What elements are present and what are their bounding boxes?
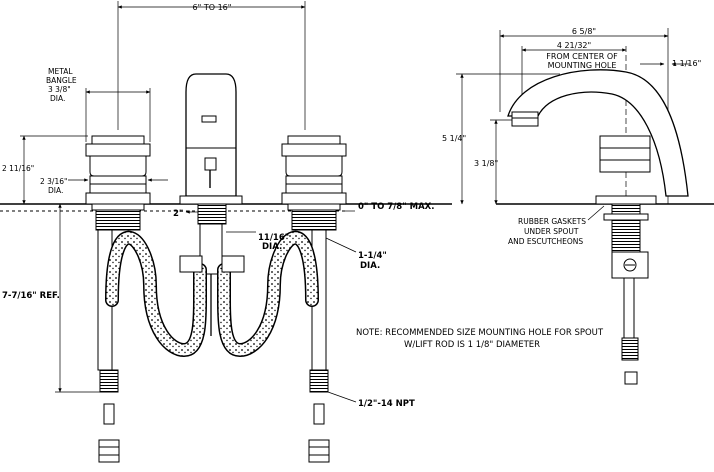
- reach-label: 4 21/32": [557, 41, 591, 50]
- spout-shank: [197, 203, 227, 336]
- supply-dia-line2: DIA.: [360, 261, 380, 271]
- reach-note-line1: FROM CENTER OF: [546, 52, 618, 61]
- width-total-label: 6 5/8": [572, 27, 596, 36]
- metal-bangle-line3: 3 3/8": [48, 85, 71, 94]
- front-view: [0, 1, 452, 463]
- metal-bangle-line2: BANGLE: [46, 76, 77, 85]
- front-view-labels: 6" TO 16" METAL BANGLE 3 3/8" DIA. 2 11/…: [2, 3, 604, 409]
- spout-gap-label: 2": [173, 209, 183, 219]
- base-dia-line1: 2 3/16": [40, 177, 67, 186]
- left-flex-hose: [105, 230, 207, 358]
- side-spout: [507, 69, 689, 205]
- top-span-label: 6" TO 16": [193, 3, 232, 12]
- thread-label: 1/2"-14 NPT: [358, 399, 415, 409]
- left-handle: [85, 135, 151, 205]
- gasket-note-line3: AND ESCUTCHEONS: [508, 237, 583, 246]
- supply-dia-line1: 1-1/4": [358, 251, 387, 261]
- ref-length-label: 7-7/16" REF.: [2, 291, 60, 301]
- gasket-note-line2: UNDER SPOUT: [524, 227, 579, 236]
- right-handle: [281, 135, 347, 205]
- reach-note-line2: MOUNTING HOLE: [548, 61, 617, 70]
- side-shank: [603, 203, 649, 385]
- side-view-labels: 6 5/8" 4 21/32" FROM CENTER OF MOUNTING …: [442, 27, 701, 246]
- side-view: [456, 28, 714, 385]
- note-line1: NOTE: RECOMMENDED SIZE MOUNTING HOLE FOR…: [356, 328, 604, 338]
- deck-thickness-label: 0" TO 7/8" MAX.: [358, 202, 434, 212]
- offset-label: 1 1/16": [672, 59, 701, 68]
- note-line2: W/LIFT ROD IS 1 1/8" DIAMETER: [404, 340, 540, 350]
- center-spout: [179, 73, 243, 205]
- height-total-label: 5 1/4": [442, 134, 466, 143]
- lift-rod-dia-line2: DIA.: [262, 242, 282, 252]
- height-handle-label: 2 11/16": [2, 164, 34, 173]
- right-flex-hose: [217, 230, 319, 358]
- metal-bangle-line4: DIA.: [50, 94, 65, 103]
- height-outlet-label: 3 1/8": [474, 159, 498, 168]
- metal-bangle-line1: METAL: [48, 67, 73, 76]
- gasket-note-line1: RUBBER GASKETS: [518, 217, 586, 226]
- lift-rod-dia-line1: 11/16": [258, 233, 289, 243]
- base-dia-line2: DIA.: [48, 186, 63, 195]
